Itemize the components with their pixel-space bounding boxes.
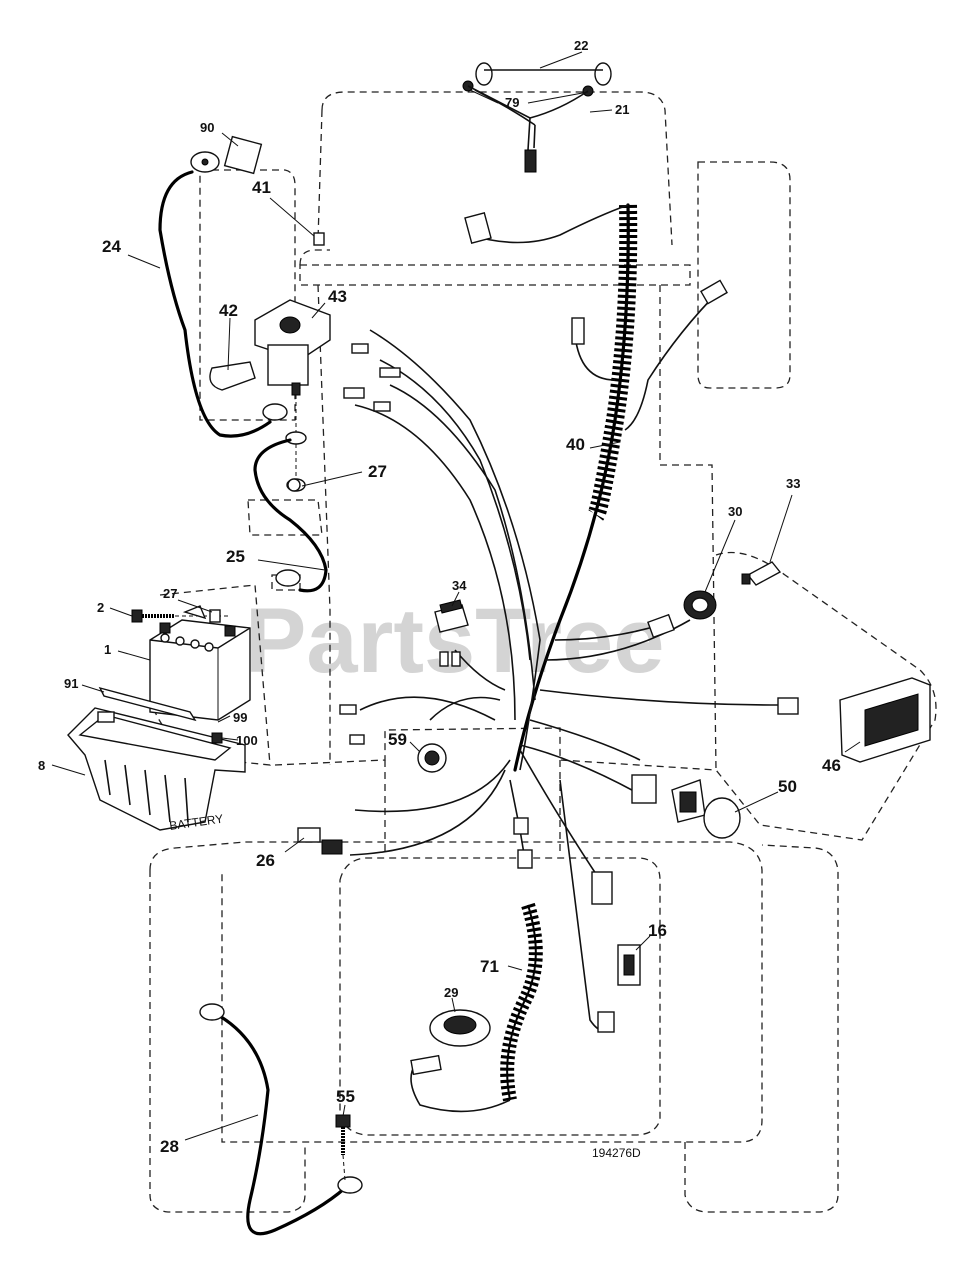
battery-cable-positive — [253, 438, 328, 593]
callout-100: 100 — [236, 733, 258, 748]
callout-90: 90 — [200, 120, 214, 135]
headlight-harness — [462, 62, 612, 173]
switch-29 — [410, 1009, 491, 1076]
callout-40: 40 — [566, 435, 585, 454]
callout-50: 50 — [778, 777, 797, 796]
battery-box: BATTERY — [67, 707, 246, 833]
callout-79: 79 — [505, 95, 519, 110]
battery — [149, 619, 251, 721]
ground-cable — [199, 1003, 363, 1236]
callout-42: 42 — [219, 301, 238, 320]
callout-28: 28 — [160, 1137, 179, 1156]
callout-33: 33 — [786, 476, 800, 491]
callout-24: 24 — [102, 237, 121, 256]
battery-holddown — [98, 686, 197, 722]
main-wiring-harness — [349, 203, 781, 1033]
callout-25: 25 — [226, 547, 245, 566]
star-washer — [287, 478, 301, 492]
callout-91: 91 — [64, 676, 78, 691]
callout-41: 41 — [252, 178, 271, 197]
callout-55: 55 — [336, 1087, 355, 1106]
leader-lines — [51, 51, 861, 1141]
harness-connectors — [339, 211, 799, 1033]
ignition-switch — [683, 590, 717, 620]
callout-26: 26 — [256, 851, 275, 870]
light-switch — [741, 561, 782, 586]
switch-34 — [434, 599, 469, 633]
callout-27-nut: 27 — [163, 586, 177, 601]
callout-71: 71 — [480, 957, 499, 976]
callout-labels: 22 79 21 90 41 24 42 43 40 27 33 30 25 3… — [38, 38, 841, 1156]
callout-22: 22 — [574, 38, 588, 53]
dash-panel — [839, 677, 931, 763]
callout-29: 29 — [444, 985, 458, 1000]
callout-16: 16 — [648, 921, 667, 940]
convoluted-tube — [410, 902, 543, 1113]
bolt-55 — [335, 1114, 351, 1181]
callout-30: 30 — [728, 504, 742, 519]
battery-bolt — [131, 605, 230, 623]
switch-50 — [671, 779, 741, 839]
callout-1: 1 — [104, 642, 111, 657]
callout-27-star-washer: 27 — [368, 462, 387, 481]
callout-8: 8 — [38, 758, 45, 773]
callout-2: 2 — [97, 600, 104, 615]
fuse-holder — [297, 827, 343, 855]
drawing-number: 194276D — [592, 1146, 641, 1160]
callout-21: 21 — [615, 102, 629, 117]
callout-34: 34 — [452, 578, 467, 593]
callout-59: 59 — [388, 730, 407, 749]
callout-46: 46 — [822, 756, 841, 775]
battery-cable-negative — [158, 135, 288, 438]
light-59 — [417, 743, 447, 773]
callout-99: 99 — [233, 710, 247, 725]
seat-switch — [617, 944, 641, 986]
starter-solenoid — [209, 232, 331, 492]
callout-43: 43 — [328, 287, 347, 306]
